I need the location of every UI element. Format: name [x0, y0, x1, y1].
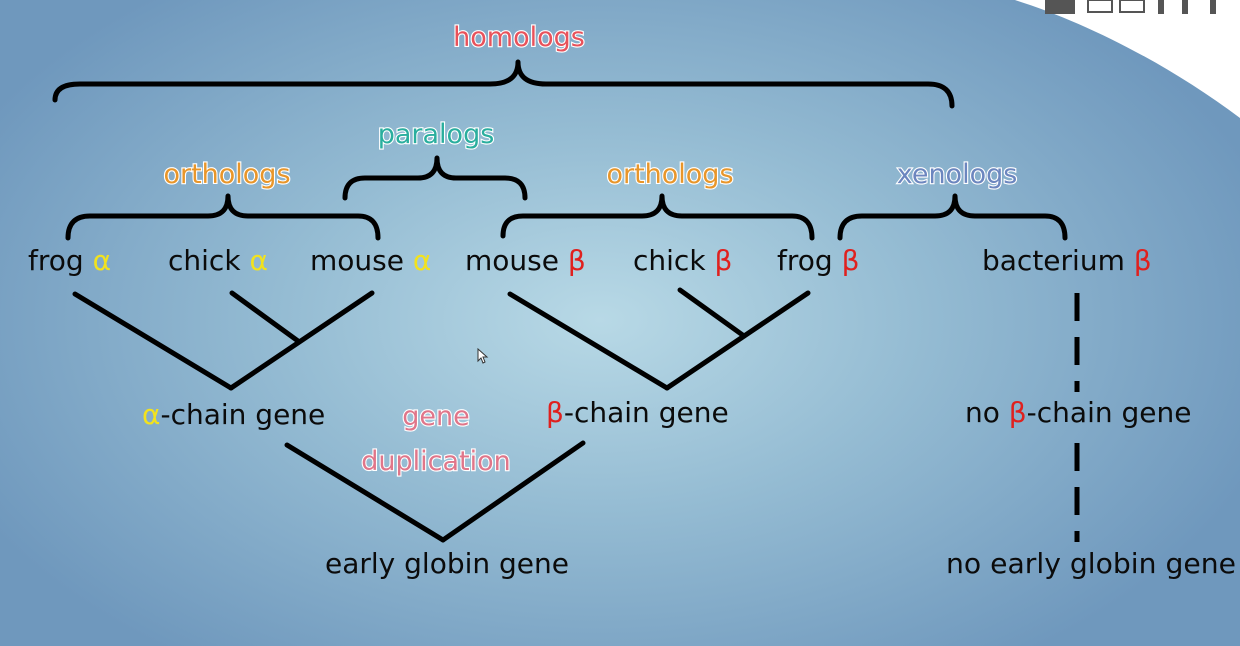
mouse-cursor-icon	[477, 347, 489, 364]
corner-decoration	[1015, 0, 1240, 118]
gene-duplication-label-line2: duplication	[361, 446, 511, 477]
xenologs-brace	[837, 193, 1068, 241]
tree-branch-alpha-chain	[284, 442, 446, 543]
tree-branch-frog-alpha	[72, 291, 234, 391]
gene-duplication-label-line1: gene	[402, 401, 469, 432]
corner-icon	[1210, 0, 1216, 14]
species-chick-alpha: chick α	[168, 244, 268, 277]
species-frog-beta: frog β	[777, 244, 859, 277]
corner-icon	[1158, 0, 1164, 14]
early-globin-gene-label: early globin gene	[325, 547, 569, 580]
orthologs-beta-label: orthologs	[606, 159, 733, 190]
species-bacterium-beta: bacterium β	[982, 244, 1152, 277]
tree-branch-mouse-alpha	[228, 290, 375, 391]
species-mouse-alpha: mouse α	[310, 244, 431, 277]
beta-chain-gene-label: β-chain gene	[546, 396, 729, 429]
orthologs-alpha-label: orthologs	[163, 159, 290, 190]
paralogs-brace	[342, 155, 528, 201]
orthologs-beta-brace	[500, 193, 815, 241]
no-early-globin-gene-label: no early globin gene	[946, 547, 1236, 580]
corner-icon	[1045, 0, 1075, 14]
orthologs-alpha-brace	[65, 193, 381, 241]
tree-branch-chick-beta	[677, 287, 747, 339]
homologs-brace	[52, 59, 955, 109]
xenologs-label: xenologs	[897, 159, 1018, 190]
no-beta-chain-gene-label: no β-chain gene	[965, 396, 1191, 429]
tree-branch-beta-chain	[440, 440, 586, 543]
homologs-label: homologs	[453, 22, 585, 53]
tree-branch-frog-beta	[664, 290, 811, 391]
corner-icon	[1182, 0, 1188, 14]
alpha-chain-gene-label: α-chain gene	[142, 398, 325, 431]
tree-branch-mouse-beta	[507, 291, 670, 391]
paralogs-label: paralogs	[378, 119, 495, 150]
species-frog-alpha: frog α	[28, 244, 111, 277]
corner-icon	[1087, 0, 1113, 13]
corner-icon	[1119, 0, 1145, 13]
species-mouse-beta: mouse β	[465, 244, 586, 277]
tree-branch-chick-alpha	[229, 290, 301, 344]
species-chick-beta: chick β	[633, 244, 732, 277]
